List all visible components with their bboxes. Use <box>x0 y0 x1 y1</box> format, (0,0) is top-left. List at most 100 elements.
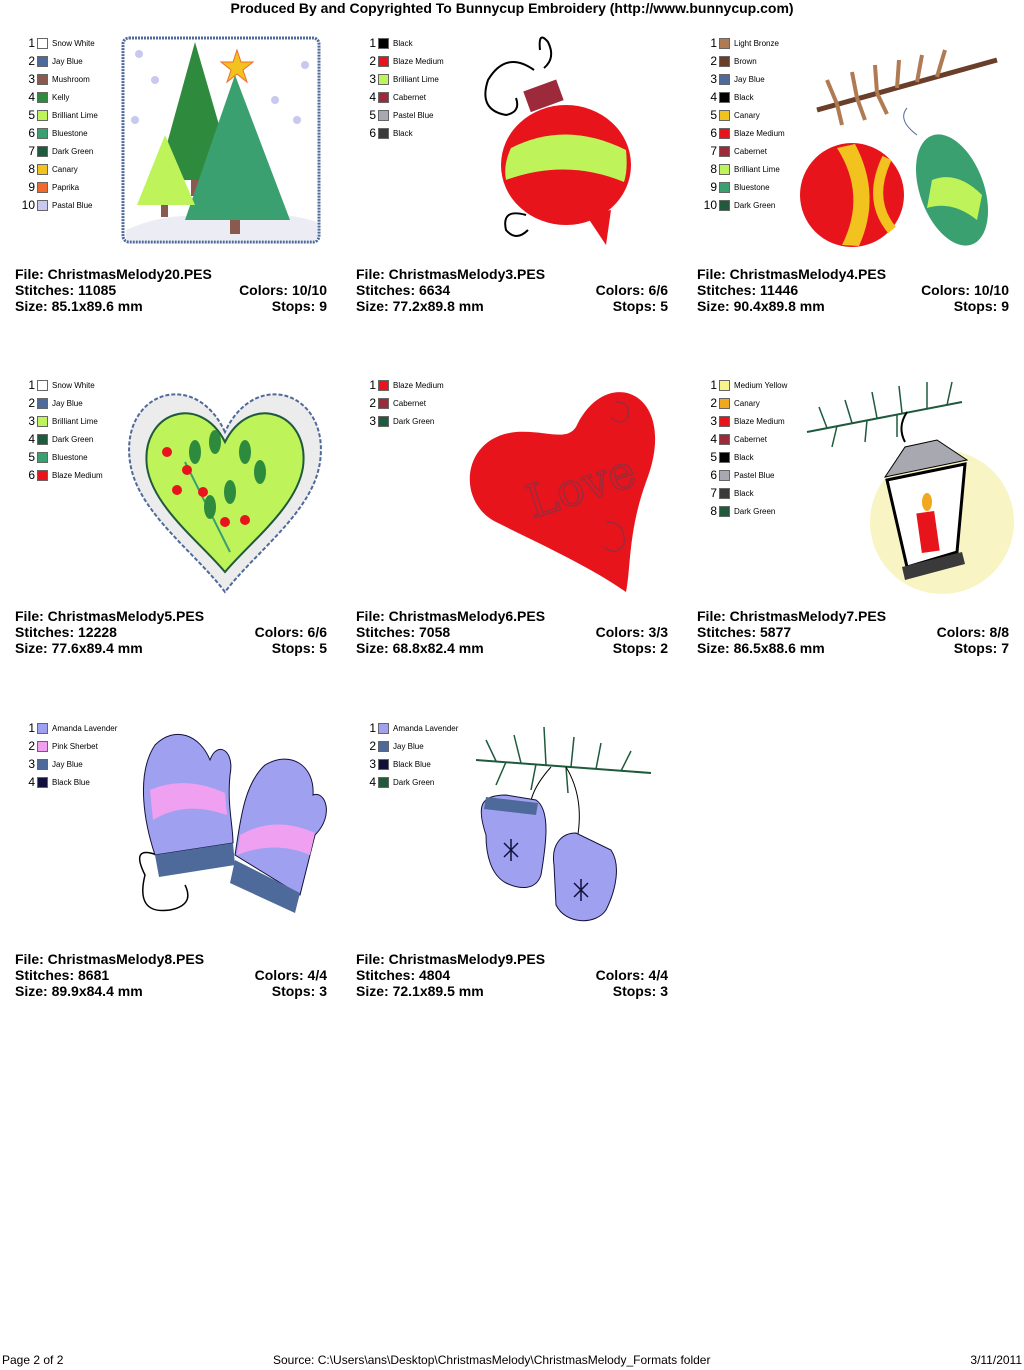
thread-number: 7 <box>710 486 717 500</box>
color-count: Colors: 10/10 <box>239 282 327 298</box>
stop-count-label: Stops: <box>271 298 316 314</box>
thread-name: Bluestone <box>734 182 770 192</box>
color-swatch <box>378 397 389 409</box>
thread-name: Bluestone <box>52 452 88 462</box>
color-swatch <box>378 55 389 67</box>
file-name: File: ChristmasMelody6.PES <box>356 608 545 624</box>
color-swatch <box>719 163 730 175</box>
stitch-count-value: 7058 <box>419 624 451 640</box>
color-swatch <box>719 127 730 139</box>
thread-number: 3 <box>710 72 717 86</box>
stop-count-label: Stops: <box>953 298 998 314</box>
stitch-count-value: 11085 <box>78 282 117 298</box>
info-row: File: ChristmasMelody7.PES <box>697 608 1009 624</box>
thread-number: 10 <box>703 198 717 212</box>
thread-number: 4 <box>710 90 717 104</box>
thread-name: Light Bronze <box>734 38 779 48</box>
file-name-label: File: <box>356 951 385 967</box>
color-count-label: Colors: <box>254 967 304 983</box>
thread-name: Medium Yellow <box>734 380 788 390</box>
stop-count: Stops: 5 <box>613 298 668 314</box>
ornaments-on-branch-design-image <box>800 49 998 247</box>
color-swatch <box>37 722 48 734</box>
color-swatch <box>378 776 389 788</box>
scalloped-heart-design-image <box>128 393 322 594</box>
thread-name: Dark Green <box>52 434 94 444</box>
thread-number: 6 <box>710 468 717 482</box>
print-date: 3/11/2011 <box>970 1353 1022 1367</box>
stitch-count-value: 6634 <box>419 282 451 298</box>
stop-count-value: 9 <box>319 298 327 314</box>
color-swatch <box>719 37 730 49</box>
design-size: Size: 89.9x84.4 mm <box>15 983 143 999</box>
thread-name: Snow White <box>52 380 95 390</box>
thread-name: Dark Green <box>52 146 94 156</box>
page-header: Produced By and Copyrighted To Bunnycup … <box>230 0 794 16</box>
color-swatch <box>719 505 730 517</box>
thread-name: Black Blue <box>393 759 431 769</box>
color-swatch <box>37 73 48 85</box>
thread-name: Blaze Medium <box>393 380 444 390</box>
thread-number: 6 <box>28 468 35 482</box>
stitch-count: Stitches: 12228 <box>15 624 117 640</box>
file-name: File: ChristmasMelody4.PES <box>697 266 886 282</box>
thread-number: 2 <box>369 54 376 68</box>
design-size-label: Size: <box>356 640 389 656</box>
thread-number: 8 <box>710 504 717 518</box>
lantern-design-image <box>806 381 1014 594</box>
color-count-label: Colors: <box>921 282 971 298</box>
thread-name: Amanda Lavender <box>52 723 118 733</box>
thread-name: Jay Blue <box>52 759 83 769</box>
thread-number: 1 <box>28 378 35 392</box>
stitch-count-label: Stitches: <box>15 967 75 983</box>
stitch-count-label: Stitches: <box>15 624 75 640</box>
stitch-count-label: Stitches: <box>697 624 757 640</box>
hanging-mittens-design-image <box>475 726 652 922</box>
thread-name: Black <box>393 128 413 138</box>
file-name-value: ChristmasMelody6.PES <box>388 608 546 624</box>
color-swatch <box>719 55 730 67</box>
thread-name: Brilliant Lime <box>52 416 98 426</box>
thread-number: 7 <box>28 144 35 158</box>
file-name-value: ChristmasMelody4.PES <box>729 266 887 282</box>
design-size-value: 86.5x88.6 mm <box>733 640 825 656</box>
color-swatch <box>719 487 730 499</box>
thread-number: 2 <box>28 739 35 753</box>
stitch-count: Stitches: 4804 <box>356 967 450 983</box>
thread-name: Snow White <box>52 38 95 48</box>
design-size-label: Size: <box>15 983 48 999</box>
thread-name: Brilliant Lime <box>52 110 98 120</box>
thread-name: Pastel Blue <box>393 110 434 120</box>
color-count: Colors: 3/3 <box>596 624 668 640</box>
color-swatch <box>37 379 48 391</box>
thread-name: Brilliant Lime <box>734 164 780 174</box>
